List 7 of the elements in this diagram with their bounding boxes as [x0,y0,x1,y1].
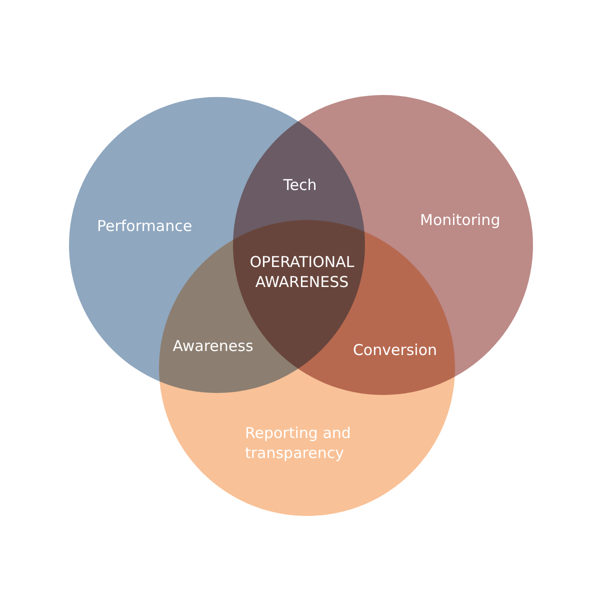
circle-label: Reporting and transparency [245,423,352,463]
overlap-label: Conversion [352,340,438,360]
circle-label: Performance [97,216,194,236]
overlap-label: Tech [282,175,318,195]
circle-label: Monitoring [420,210,502,230]
overlap-label: OPERATIONAL AWARENESS [248,252,356,292]
overlap-label: Awareness [172,336,254,356]
